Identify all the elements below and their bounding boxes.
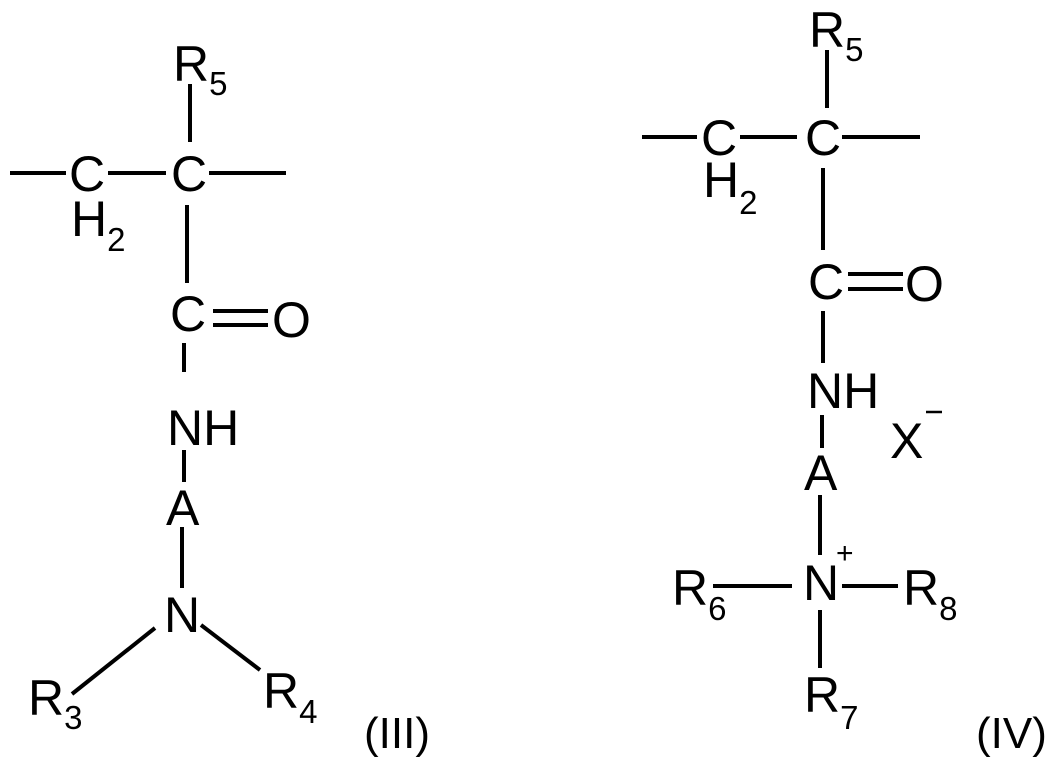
atom-carbonyl-carbon: C (170, 286, 206, 342)
atom-amide-nh: NH (807, 363, 879, 419)
atom-ch2-carbon: C (701, 110, 737, 166)
atom-carbonyl-oxygen: O (272, 292, 311, 348)
atom-linker-a: A (166, 480, 200, 536)
bond-n-r3 (70, 626, 157, 696)
atom-amine-n: N (164, 587, 200, 643)
atom-r8: R8 (903, 560, 957, 627)
atom-ch2-carbon: C (69, 146, 105, 202)
atom-r6: R6 (672, 560, 726, 627)
structure-iv: R5 C H2 C C O NH A N + R6 R8 R7 X (IV) (642, 2, 1047, 758)
atom-quaternary-carbon: C (171, 146, 207, 202)
structure-label-iv: (IV) (976, 709, 1047, 758)
structure-iii: R5 C H2 C C O NH A N R3 R4 (III) (10, 36, 430, 758)
atom-r3: R3 (28, 670, 82, 736)
atom-counter-ion-x: X (890, 413, 923, 469)
atom-r5: R5 (173, 36, 227, 102)
atom-ammonium-n: N (803, 555, 839, 611)
atom-ch2-hydrogen: H2 (703, 152, 757, 221)
atom-amide-nh: NH (167, 400, 239, 456)
atom-ch2-hydrogen: H2 (71, 191, 125, 258)
atom-linker-a: A (804, 445, 838, 501)
atom-r4: R4 (263, 663, 317, 730)
atom-carbonyl-oxygen: O (905, 256, 944, 312)
bond-n-r4 (199, 623, 262, 672)
structure-label-iii: (III) (364, 709, 430, 758)
atom-r5: R5 (809, 2, 863, 68)
atom-quaternary-carbon: C (805, 110, 841, 166)
atom-carbonyl-carbon: C (808, 254, 844, 310)
atom-r7: R7 (804, 667, 858, 736)
positive-charge-icon: + (836, 537, 854, 570)
